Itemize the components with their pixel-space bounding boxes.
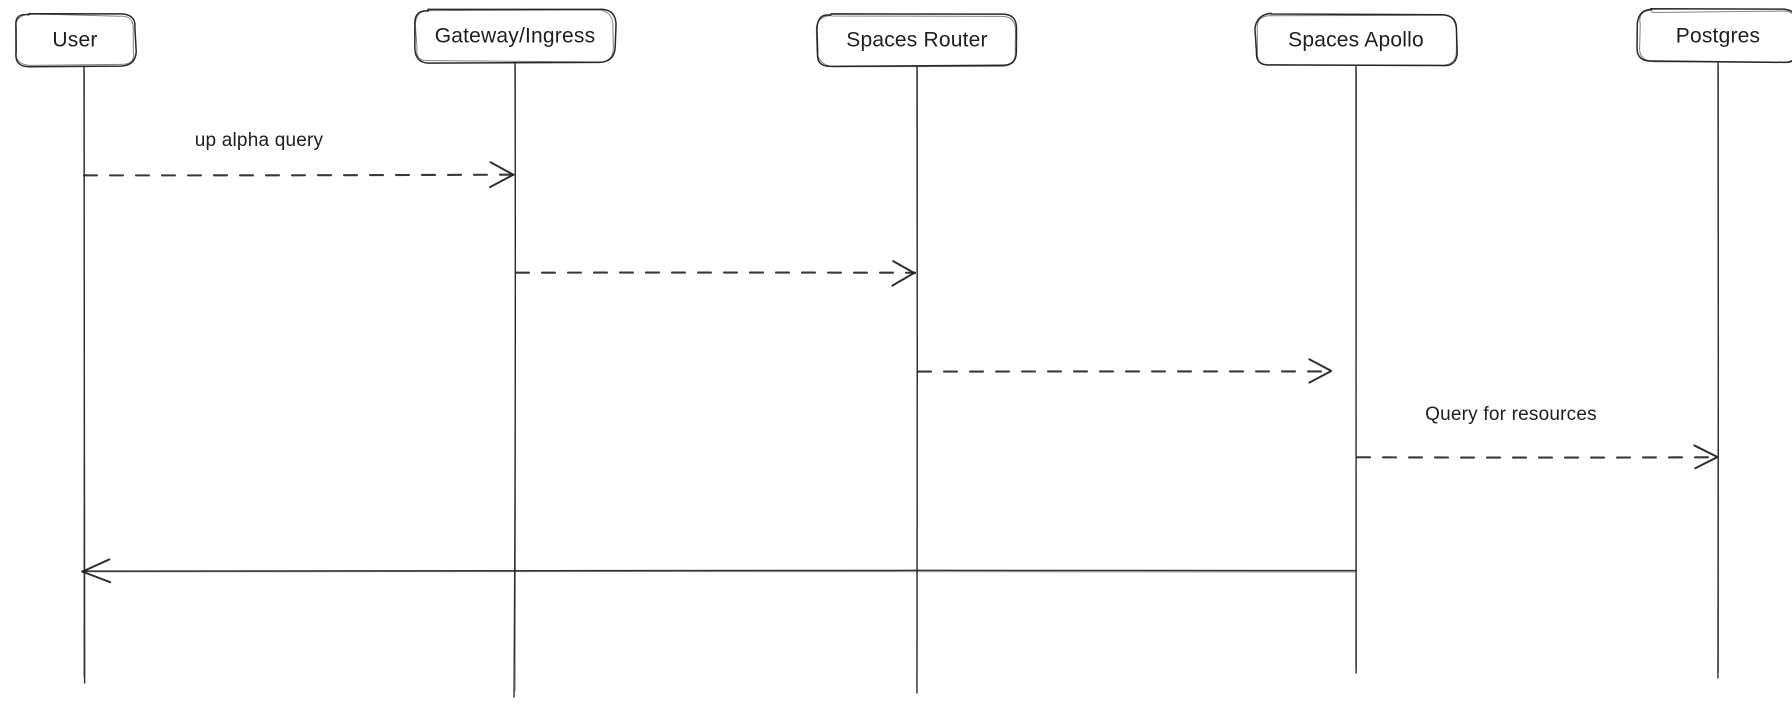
- message-m3[interactable]: [916, 358, 1333, 384]
- participant-label-router: Spaces Router: [846, 29, 988, 52]
- lifeline-postgres: [1717, 61, 1720, 679]
- lifeline-user: [83, 65, 86, 684]
- message-m1[interactable]: up alpha query: [82, 130, 515, 189]
- message-label-m1: up alpha query: [195, 130, 324, 151]
- participant-box-apollo[interactable]: Spaces Apollo: [1254, 12, 1458, 67]
- participants-layer: User Gateway/Ingress Spaces Router Spaces A…: [14, 7, 1792, 68]
- lifeline-router: [916, 65, 918, 694]
- arrowhead-icon: [489, 161, 515, 189]
- message-label-m4: Query for resources: [1425, 404, 1597, 425]
- participant-box-postgres[interactable]: Postgres: [1636, 7, 1792, 64]
- arrowhead-icon: [1308, 358, 1332, 384]
- participant-label-user: User: [52, 29, 97, 52]
- arrowhead-icon: [1693, 444, 1718, 470]
- lifeline-gateway: [513, 61, 517, 698]
- participant-label-gateway: Gateway/Ingress: [435, 25, 596, 48]
- message-line: [81, 569, 1357, 572]
- lifeline-apollo: [1355, 65, 1357, 674]
- arrowhead-icon: [891, 260, 916, 287]
- arrowhead-icon: [81, 558, 112, 584]
- message-m2[interactable]: [514, 260, 917, 287]
- lifelines-layer: [83, 61, 1720, 698]
- participant-box-gateway[interactable]: Gateway/Ingress: [414, 8, 617, 64]
- participant-box-user[interactable]: User: [14, 12, 137, 68]
- participant-label-postgres: Postgres: [1676, 25, 1760, 48]
- message-line: [82, 173, 515, 177]
- message-m4[interactable]: Query for resources: [1355, 404, 1719, 470]
- participant-box-router[interactable]: Spaces Router: [815, 13, 1018, 68]
- message-line-shadow: [81, 571, 1357, 573]
- participant-label-apollo: Spaces Apollo: [1288, 29, 1424, 52]
- message-m5[interactable]: [81, 558, 1357, 584]
